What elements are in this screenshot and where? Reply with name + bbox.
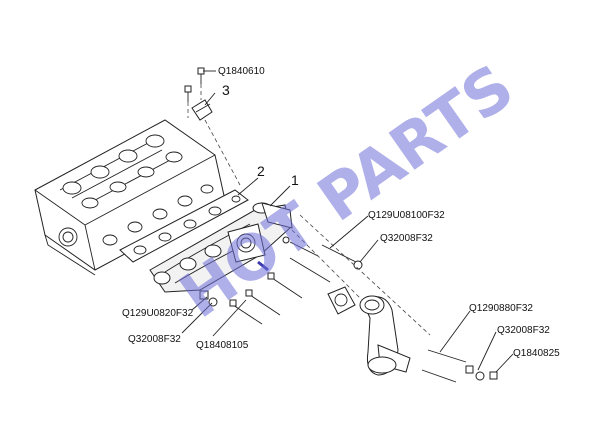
label-q129u08100f32: Q129U08100F32 (368, 210, 445, 221)
outlet-elbow (359, 295, 411, 376)
turbo-gasket (327, 286, 356, 315)
label-q1290880f32: Q1290880F32 (469, 303, 533, 314)
label-q32008f32-left: Q32008F32 (128, 334, 181, 345)
label-q1840825: Q1840825 (513, 348, 560, 359)
callout-1: 1 (291, 172, 299, 188)
bracket-bolt-left (184, 85, 192, 102)
bracket-bolt-top (197, 67, 205, 84)
long-stud-upper (282, 236, 363, 270)
blue-stud (257, 260, 269, 272)
callout-3: 3 (222, 82, 230, 98)
long-stud-right (421, 349, 498, 383)
exhaust-manifold (149, 202, 293, 293)
leader-lines (181, 70, 514, 373)
label-q32008f32-right: Q32008F32 (497, 325, 550, 336)
manifold-gasket (119, 189, 249, 263)
label-q32008f32-top: Q32008F32 (380, 233, 433, 244)
label-q129u0820f32: Q129U0820F32 (122, 308, 194, 319)
callout-2: 2 (257, 163, 265, 179)
heat-shield-bracket (191, 99, 213, 121)
label-q1840610: Q1840610 (218, 66, 265, 77)
label-q18408105: Q18408105 (196, 340, 249, 351)
cylinder-head (34, 119, 226, 276)
manifold-studs (229, 257, 331, 325)
